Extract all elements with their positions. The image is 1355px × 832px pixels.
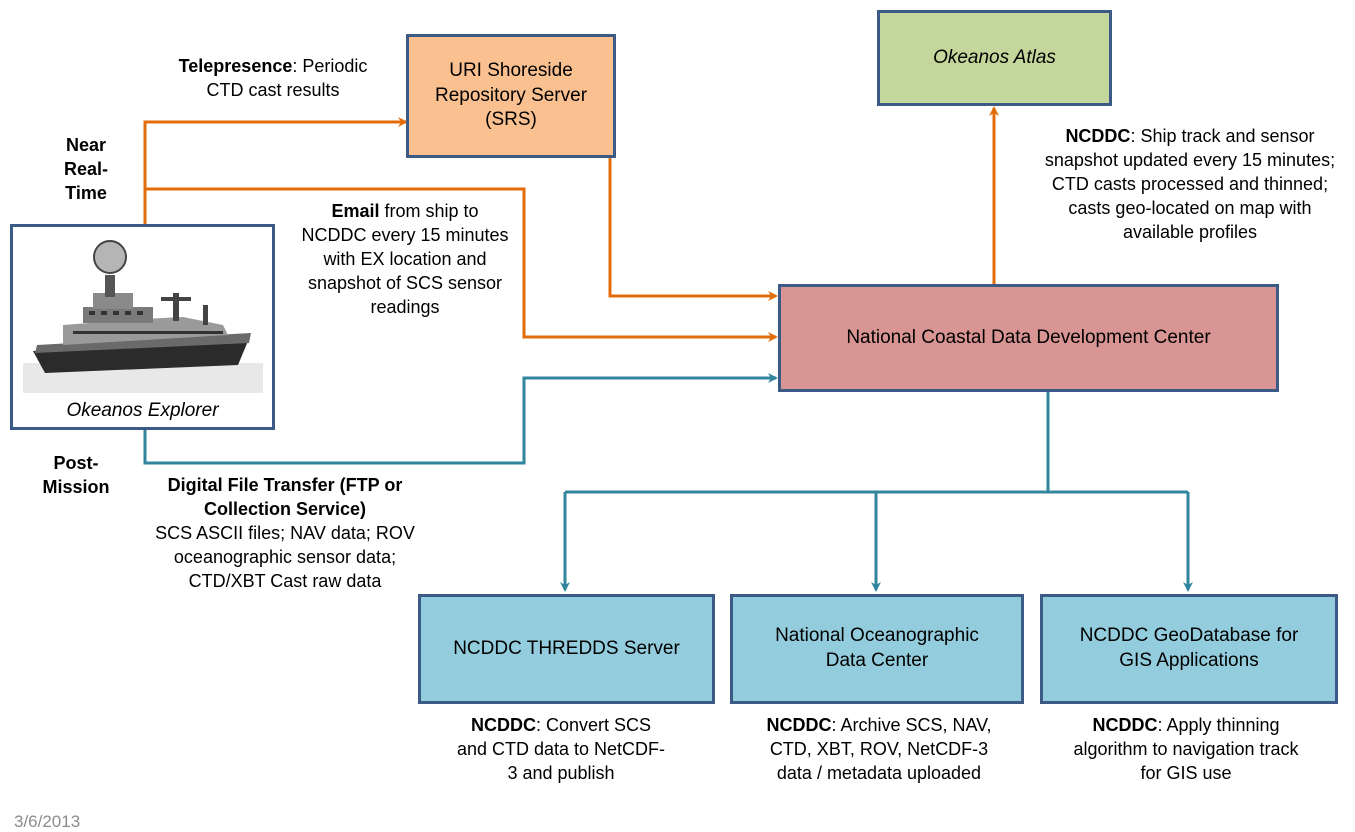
arrow-ship-email-to-ncddc (145, 187, 778, 342)
thredds-label: NCDDC THREDDS Server (453, 637, 680, 659)
email-note-bold: Email (331, 201, 380, 221)
okeanos-atlas-label: Okeanos Atlas (933, 46, 1056, 68)
near-realtime-label: Near Real-Time (63, 135, 108, 203)
geodb-note: NCDDC: Apply thinning algorithm to navig… (1066, 714, 1306, 786)
ncddc-atlas-note-text: : Ship track and sensor snapshot updated… (1044, 126, 1336, 242)
thredds-note: NCDDC: Convert SCS and CTD data to NetCD… (456, 714, 666, 786)
ncddc-label: National Coastal Data Development Center (846, 326, 1211, 348)
geodb-note-text: : Apply thinning algorithm to navigation… (1073, 715, 1299, 783)
nodc-box: National Oceanographic Data Center (730, 594, 1024, 704)
geodb-box: NCDDC GeoDatabase for GIS Applications (1040, 594, 1338, 704)
thredds-box: NCDDC THREDDS Server (418, 594, 715, 704)
ship-caption: Okeanos Explorer (66, 400, 219, 421)
arrow-srs-to-ncddc (608, 158, 778, 301)
uri-srs-label: URI Shoreside Repository Server (SRS) (434, 59, 588, 131)
ship-image (22, 233, 263, 393)
geodb-label: NCDDC GeoDatabase for GIS Applications (1079, 625, 1299, 671)
nodc-note-text: : Archive SCS, NAV, CTD, XBT, ROV, NetCD… (769, 715, 992, 783)
digital-file-transfer-note: Digital File Transfer (FTP or Collection… (150, 474, 420, 594)
post-mission-label: Post-Mission (42, 453, 110, 497)
nodc-note: NCDDC: Archive SCS, NAV, CTD, XBT, ROV, … (766, 714, 992, 786)
email-note: Email from ship to NCDDC every 15 minute… (300, 200, 510, 320)
telepresence-note-text: : Periodic CTD cast results (206, 56, 368, 100)
telepresence-note: Telepresence: Periodic CTD cast results (158, 55, 388, 103)
thredds-note-text: : Convert SCS and CTD data to NetCDF-3 a… (456, 715, 666, 783)
ncddc-box: National Coastal Data Development Center (778, 284, 1279, 392)
telepresence-note-bold: Telepresence (178, 56, 293, 76)
thredds-note-bold: NCDDC (470, 715, 536, 735)
arrow-ship-dft-to-ncddc (143, 373, 778, 465)
nodc-note-bold: NCDDC (766, 715, 832, 735)
uri-srs-box: URI Shoreside Repository Server (SRS) (406, 34, 616, 158)
nodc-label: National Oceanographic Data Center (775, 625, 979, 671)
ncddc-atlas-note: NCDDC: Ship track and sensor snapshot up… (1040, 125, 1340, 245)
geodb-note-bold: NCDDC (1092, 715, 1158, 735)
dft-note-text: SCS ASCII files; NAV data; ROV oceanogra… (155, 522, 415, 591)
okeanos-atlas-box: Okeanos Atlas (877, 10, 1112, 106)
email-note-text: from ship to NCDDC every 15 minutes with… (301, 201, 509, 317)
dft-note-bold: Digital File Transfer (FTP or Collection… (167, 475, 403, 519)
footer-date: 3/6/2013 (14, 812, 81, 831)
ncddc-atlas-note-bold: NCDDC (1065, 126, 1131, 146)
okeanos-explorer-box: Okeanos Explorer (10, 224, 275, 430)
